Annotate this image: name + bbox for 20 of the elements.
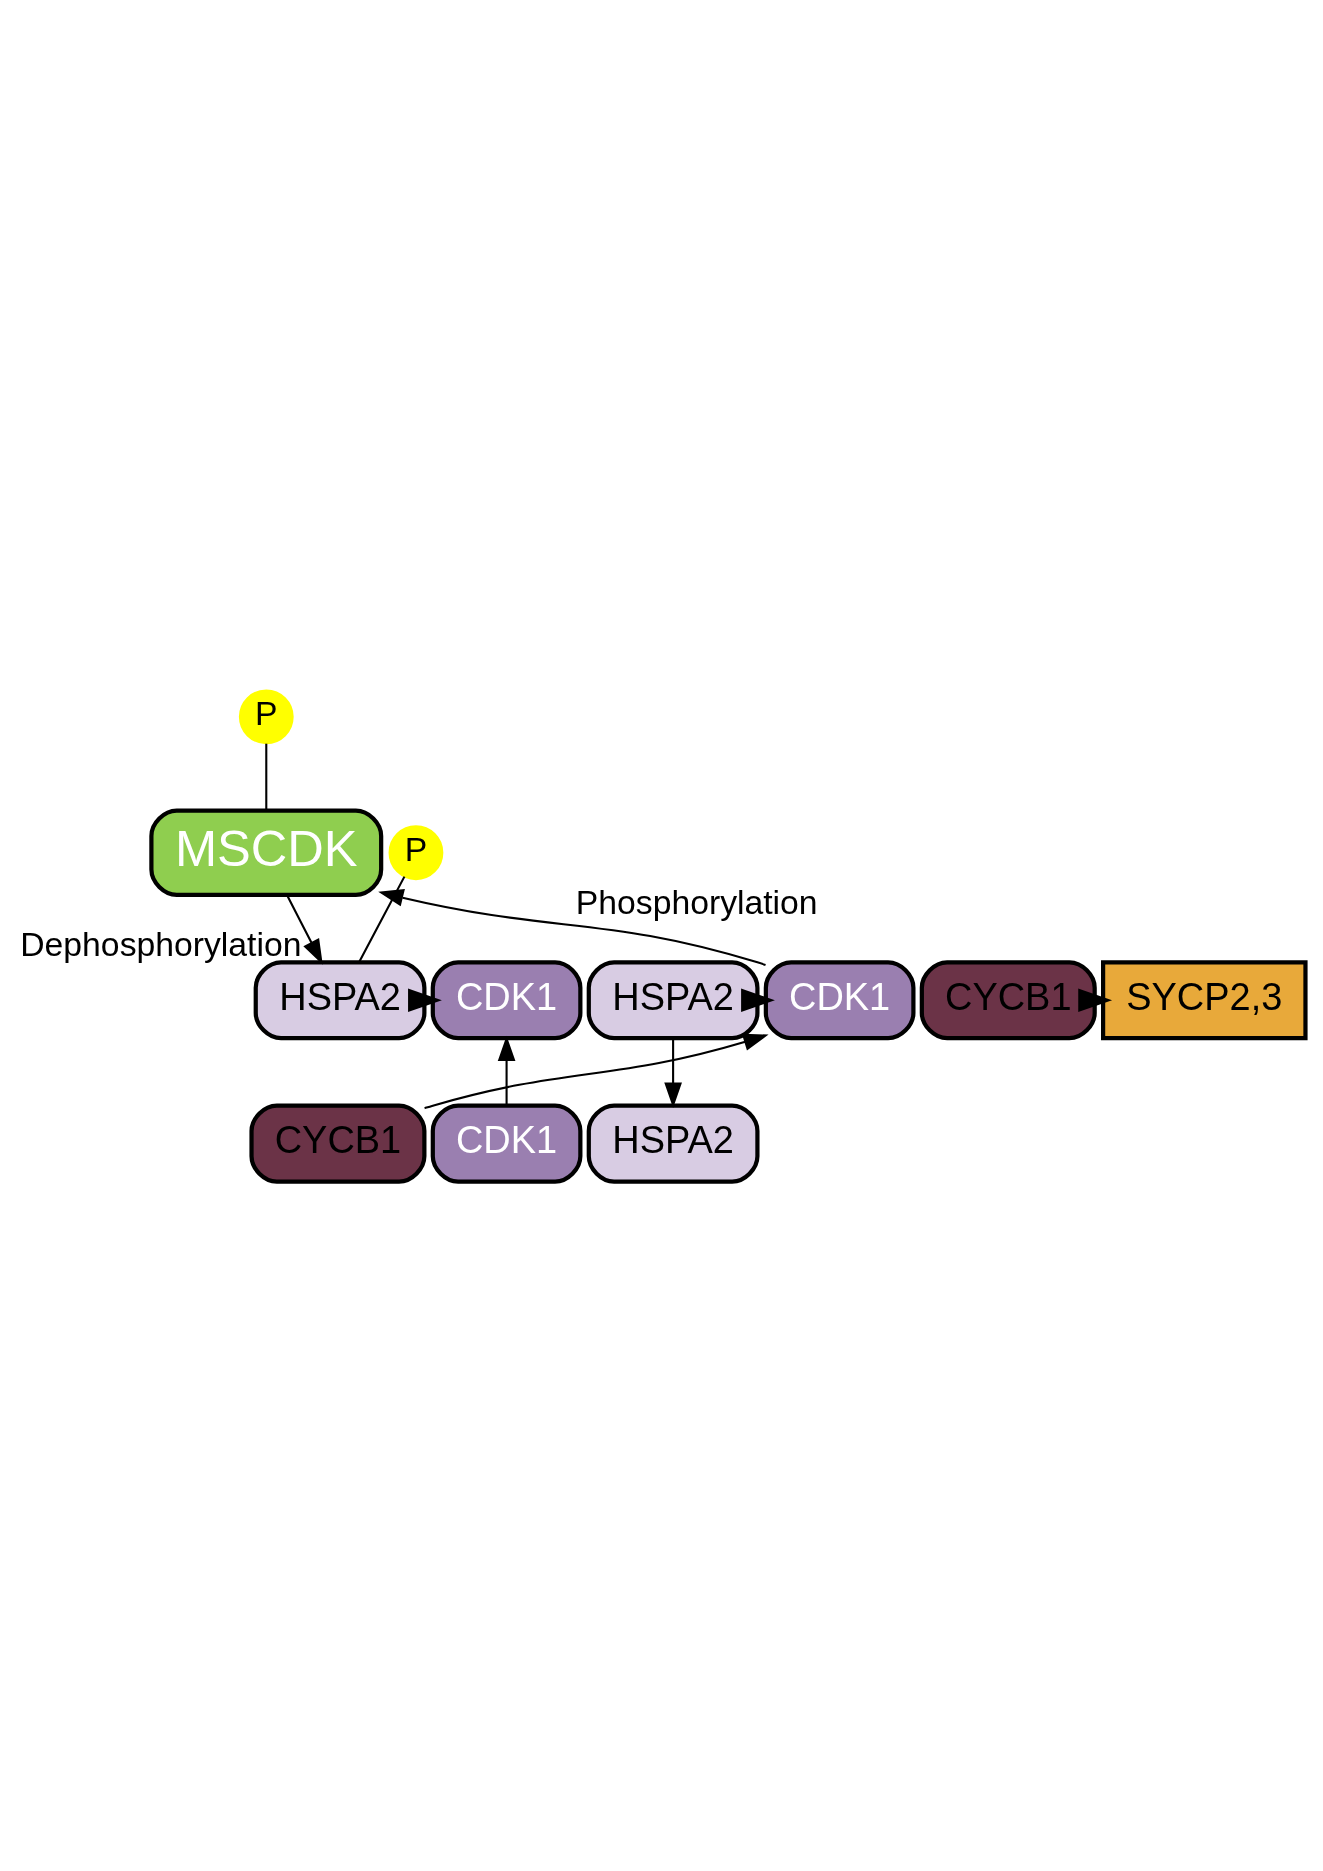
connector [265, 743, 268, 810]
connector [358, 875, 406, 963]
arrow [378, 888, 766, 966]
arrow [1078, 987, 1113, 1012]
node-box: MSCDK [149, 807, 384, 897]
node-box: HSPA2 [586, 1103, 760, 1184]
node-box: CYCB1 [249, 1103, 427, 1184]
edge-label: Dephosphorylation [20, 924, 302, 962]
arrow [408, 987, 442, 1012]
node-box: CDK1 [763, 959, 916, 1040]
node-circle: P [388, 824, 444, 880]
arrow [286, 894, 323, 965]
arrow [424, 1033, 769, 1109]
node-box: CDK1 [430, 1103, 583, 1184]
node-box: SYCP2,3 [1101, 959, 1308, 1040]
arrow [741, 987, 775, 1012]
edge-label: Phosphorylation [575, 882, 818, 921]
node-circle: P [238, 688, 294, 744]
arrow [664, 1038, 682, 1108]
node-box: CDK1 [430, 959, 583, 1040]
